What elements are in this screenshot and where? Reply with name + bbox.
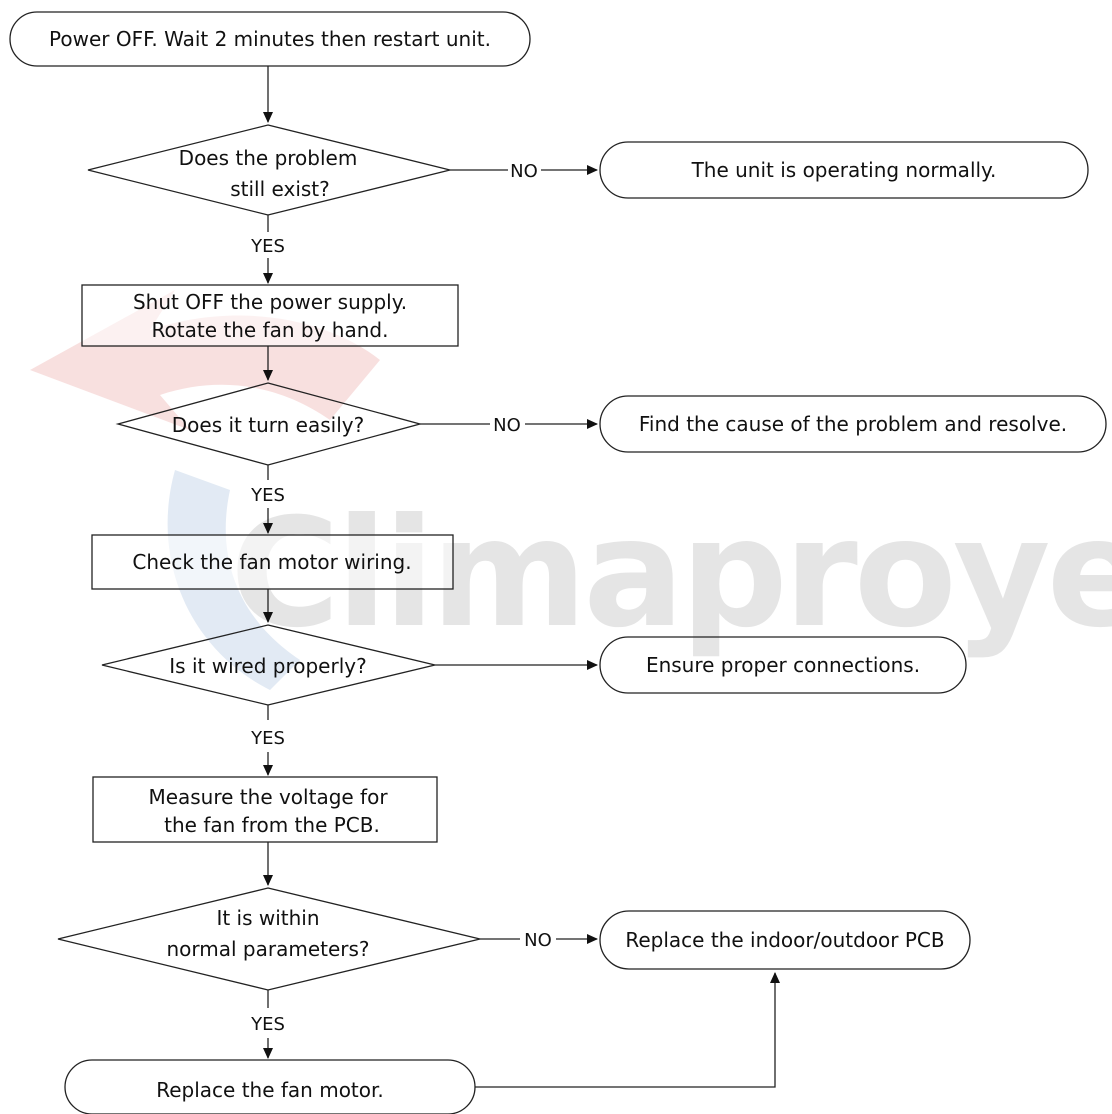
q1-line-2: still exist? xyxy=(230,177,330,201)
measure-line-2: the fan from the PCB. xyxy=(164,813,380,837)
edge-motor-to-pcb xyxy=(475,972,780,1088)
measure-line-1: Measure the voltage for xyxy=(148,785,388,809)
q1-no-label: NO xyxy=(510,161,538,182)
find-cause-text: Find the cause of the problem and resolv… xyxy=(639,412,1067,436)
q4-line-1: It is within xyxy=(216,906,319,930)
q1-yes-label: YES xyxy=(250,236,285,257)
q4-no-label: NO xyxy=(524,930,552,951)
process-rotate-fan: Shut OFF the power supply. Rotate the fa… xyxy=(81,284,459,347)
q2-yes-label: YES xyxy=(250,485,285,506)
rotate-line-2: Rotate the fan by hand. xyxy=(152,318,389,342)
process-measure-voltage: Measure the voltage for the fan from the… xyxy=(92,776,438,843)
q4-yes-label: YES xyxy=(250,1014,285,1035)
q4-line-2: normal parameters? xyxy=(166,937,369,961)
q2-text: Does it turn easily? xyxy=(172,413,364,437)
q1-line-1: Does the problem xyxy=(179,146,358,170)
decision-normal-parameters: It is within normal parameters? xyxy=(57,887,481,991)
start-text: Power OFF. Wait 2 minutes then restart u… xyxy=(49,27,491,51)
q3-text: Is it wired properly? xyxy=(169,654,366,678)
terminal-find-cause: Find the cause of the problem and resolv… xyxy=(599,395,1107,453)
rotate-line-1: Shut OFF the power supply. xyxy=(133,290,407,314)
decision-problem-exists: Does the problem still exist? xyxy=(87,124,451,216)
terminal-replace-pcb: Replace the indoor/outdoor PCB xyxy=(599,910,971,970)
replace-motor-text: Replace the fan motor. xyxy=(156,1078,384,1102)
terminal-ensure-connections: Ensure proper connections. xyxy=(599,636,967,694)
ensure-text: Ensure proper connections. xyxy=(646,653,920,677)
q2-no-label: NO xyxy=(493,415,521,436)
start-terminal: Power OFF. Wait 2 minutes then restart u… xyxy=(9,11,531,67)
terminal-normal: The unit is operating normally. xyxy=(599,141,1089,199)
process-check-wiring: Check the fan motor wiring. xyxy=(91,534,454,590)
wiring-text: Check the fan motor wiring. xyxy=(132,550,411,574)
terminal-replace-motor: Replace the fan motor. xyxy=(64,1059,476,1114)
decision-wired-properly: Is it wired properly? xyxy=(101,624,436,706)
normal-text: The unit is operating normally. xyxy=(691,158,997,182)
q3-yes-label: YES xyxy=(250,728,285,749)
decision-turn-easily: Does it turn easily? xyxy=(115,382,423,466)
replace-pcb-text: Replace the indoor/outdoor PCB xyxy=(625,928,944,952)
